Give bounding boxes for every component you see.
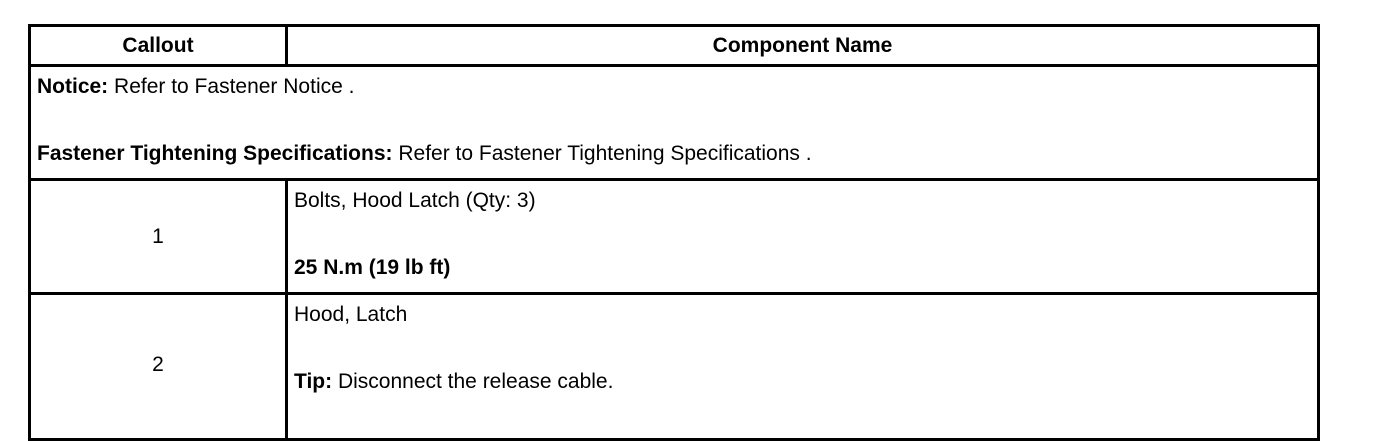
table-header-row: Callout Component Name: [28, 24, 1320, 67]
component-cell: Hood, Latch Tip: Disconnect the release …: [285, 292, 1320, 441]
fastener-table: Callout Component Name Notice: Refer to …: [28, 24, 1320, 441]
header-callout: Callout: [28, 24, 288, 67]
notice-cell: Notice: Refer to Fastener Notice . Faste…: [28, 64, 1320, 181]
header-component-name: Component Name: [285, 24, 1320, 67]
callout-number: 2: [152, 352, 164, 376]
table-row: 2 Hood, Latch Tip: Disconnect the releas…: [28, 292, 1320, 441]
notice-label: Notice:: [37, 75, 109, 98]
tip-label: Tip:: [294, 370, 333, 393]
component-name: Hood, Latch: [294, 303, 408, 326]
spec-line: Fastener Tightening Specifications: Refe…: [37, 142, 1311, 166]
tip-text: Disconnect the release cable.: [332, 370, 614, 393]
table-row: 1 Bolts, Hood Latch (Qty: 3) 25 N.m (19 …: [28, 178, 1320, 295]
tip-line: Tip: Disconnect the release cable.: [294, 370, 1311, 394]
notice-row: Notice: Refer to Fastener Notice . Faste…: [28, 64, 1320, 181]
spec-label: Fastener Tightening Specifications:: [37, 142, 393, 165]
callout-cell: 2: [28, 292, 288, 441]
component-name: Bolts, Hood Latch (Qty: 3): [294, 189, 536, 212]
spec-text: Refer to Fastener Tightening Specificati…: [392, 142, 812, 165]
notice-text: Refer to Fastener Notice .: [108, 75, 355, 98]
callout-cell: 1: [28, 178, 288, 295]
notice-line: Notice: Refer to Fastener Notice .: [37, 75, 1311, 99]
component-cell: Bolts, Hood Latch (Qty: 3) 25 N.m (19 lb…: [285, 178, 1320, 295]
torque-spec: 25 N.m (19 lb ft): [294, 256, 451, 279]
callout-number: 1: [152, 224, 164, 248]
